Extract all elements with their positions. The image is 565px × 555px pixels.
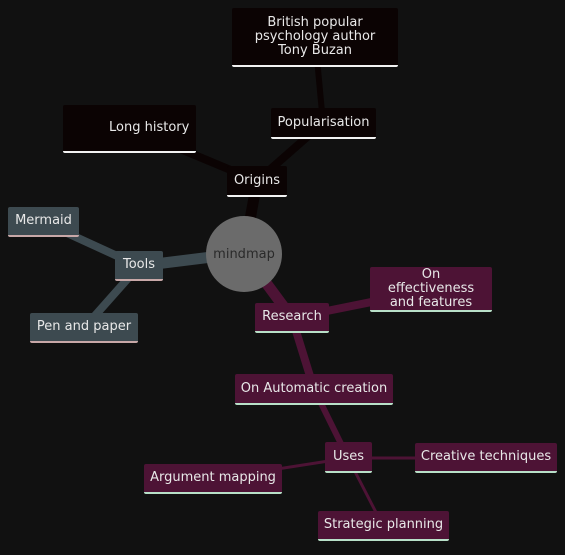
- node-research[interactable]: Research: [255, 303, 329, 333]
- root-node[interactable]: mindmap: [206, 216, 282, 292]
- node-argument-mapping[interactable]: Argument mapping: [144, 464, 282, 494]
- node-tools[interactable]: Tools: [115, 251, 163, 281]
- node-buzan[interactable]: British popular psychology author Tony B…: [232, 8, 398, 67]
- node-effectiveness[interactable]: On effectiveness and features: [370, 267, 492, 312]
- node-long-history[interactable]: Long history: [63, 105, 196, 153]
- node-strategic-planning[interactable]: Strategic planning: [318, 511, 449, 541]
- node-creative-techniques[interactable]: Creative techniques: [415, 443, 557, 473]
- node-popularisation[interactable]: Popularisation: [271, 108, 376, 139]
- node-origins[interactable]: Origins: [227, 166, 287, 197]
- node-pen-and-paper[interactable]: Pen and paper: [30, 313, 138, 343]
- node-uses[interactable]: Uses: [325, 442, 372, 473]
- node-automatic-creation[interactable]: On Automatic creation: [235, 374, 393, 405]
- node-mermaid[interactable]: Mermaid: [8, 207, 79, 237]
